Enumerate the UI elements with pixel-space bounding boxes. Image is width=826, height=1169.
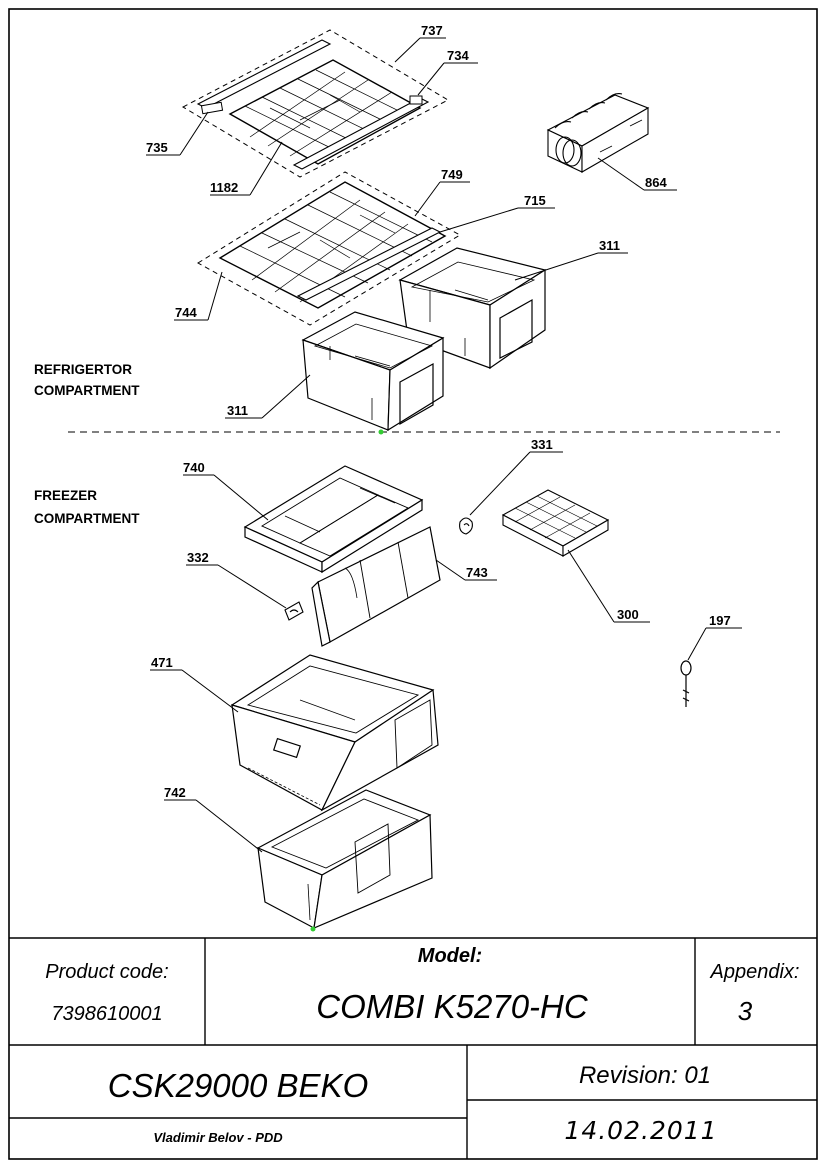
model-value: COMBI K5270-HC <box>316 988 589 1025</box>
callout-749: 749 <box>441 167 463 182</box>
drawing-frame <box>8 8 818 1160</box>
callout-471: 471 <box>151 655 173 670</box>
callout-332: 332 <box>187 550 209 565</box>
callout-735: 735 <box>146 140 168 155</box>
freezer-label-line2: COMPARTMENT <box>34 511 140 526</box>
glass-shelf-lower <box>197 171 462 326</box>
callout-1182: 1182 <box>210 180 238 195</box>
model-label: Model: <box>418 945 482 967</box>
callout-737: 737 <box>421 23 443 38</box>
callout-197: 197 <box>709 613 731 628</box>
callout-311-right: 311 <box>599 238 620 253</box>
title-block <box>9 937 817 1159</box>
appendix-label: Appendix: <box>710 961 800 983</box>
callout-743: 743 <box>466 565 488 580</box>
freezer-tray-cover <box>243 465 424 574</box>
crisper-drawer-left <box>301 311 445 432</box>
product-code-label: Product code: <box>45 961 168 983</box>
callout-311-left: 311 <box>227 403 248 418</box>
glass-shelf-upper <box>181 29 450 178</box>
callout-331: 331 <box>531 437 553 452</box>
product-code-value: 7398610001 <box>51 1003 162 1025</box>
callout-742: 742 <box>164 785 186 800</box>
callout-744: 744 <box>175 305 197 320</box>
drawer-dot <box>310 926 316 932</box>
refrigerator-label-line1: REFRIGERTOR <box>34 362 132 377</box>
clip-332 <box>284 601 304 621</box>
hook-197 <box>680 660 692 707</box>
divider-dot <box>378 429 384 435</box>
callout-715: 715 <box>524 193 546 208</box>
bottle-holder <box>546 93 650 173</box>
revision-label: Revision: 01 <box>579 1062 711 1089</box>
document-code: CSK29000 BEKO <box>108 1067 369 1104</box>
clip-331 <box>459 517 473 535</box>
freezer-label-line1: FREEZER <box>34 488 97 503</box>
ice-cube-tray <box>501 489 610 557</box>
leader-lines <box>146 37 742 853</box>
callout-864: 864 <box>645 175 667 190</box>
appendix-value: 3 <box>738 996 753 1026</box>
author-name: Vladimir Belov - PDD <box>153 1130 283 1145</box>
freezer-flap <box>311 526 441 647</box>
callout-740: 740 <box>183 460 205 475</box>
freezer-drawer-lower <box>256 789 433 929</box>
callout-734: 734 <box>447 48 469 63</box>
callout-300: 300 <box>617 607 639 622</box>
freezer-drawer-upper <box>230 654 439 812</box>
revision-date: 14.02.2011 <box>564 1116 717 1145</box>
refrigerator-label-line2: COMPARTMENT <box>34 383 140 398</box>
